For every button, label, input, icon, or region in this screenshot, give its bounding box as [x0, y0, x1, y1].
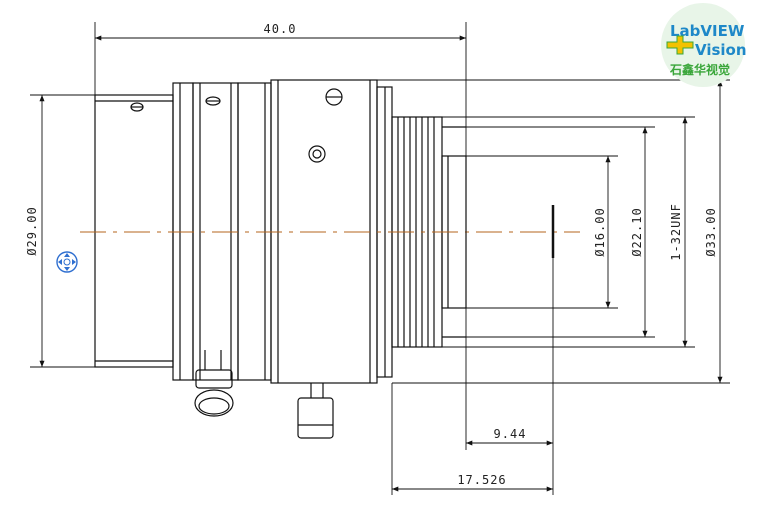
- rear-knob-icon: [297, 397, 334, 439]
- dim-outer-diameter: Ø33.00: [704, 207, 718, 256]
- dim-inner-diameter: Ø16.00: [593, 207, 607, 256]
- pan-navigation-icon[interactable]: [56, 251, 78, 273]
- logo-line-1: LabVIEW: [670, 22, 745, 40]
- labview-vision-logo: LabVIEW Vision 石鑫华视觉: [661, 3, 747, 87]
- front-knob-shaft: [195, 369, 233, 389]
- dim-flange-distance: 17.526: [457, 473, 506, 487]
- dim-barrel-diameter: Ø29.00: [25, 206, 39, 255]
- front-barrel: [94, 94, 174, 368]
- dimension-lines: [30, 22, 730, 495]
- lock-screw-icon: [308, 145, 326, 163]
- front-knob-icon: [194, 389, 234, 417]
- plus-icon: [666, 35, 694, 55]
- lens-body: [94, 79, 467, 439]
- dim-overall-length: 40.0: [264, 22, 297, 36]
- dim-back-focus: 9.44: [494, 427, 527, 441]
- logo-line-3: 石鑫华视觉: [669, 62, 730, 77]
- dim-mount-thread: 1-32UNF: [669, 203, 683, 261]
- dim-mid-diameter: Ø22.10: [630, 207, 644, 256]
- logo-line-2: Vision: [695, 41, 747, 59]
